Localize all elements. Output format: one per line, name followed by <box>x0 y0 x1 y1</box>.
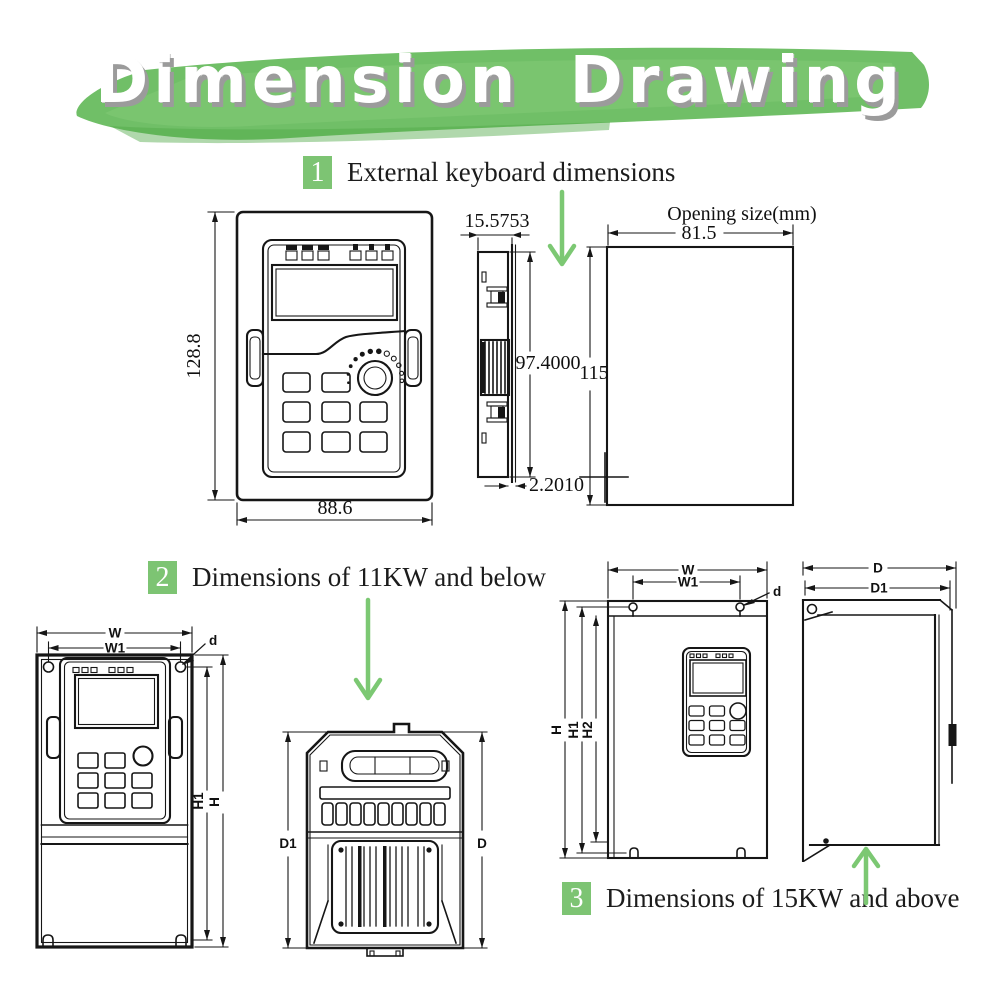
side-height-dimension: 97.4000 <box>509 251 581 478</box>
side-height-label: 97.4000 <box>516 352 581 374</box>
built-in-keypad <box>45 656 184 825</box>
sf-h-dimension: H <box>194 654 229 948</box>
opening-height-label: 115 <box>579 362 608 384</box>
jog-knob <box>346 348 405 397</box>
inverter-large-front-drawing: W W1 d H H1 H2 <box>549 561 781 860</box>
lf-w1-dimension: W1 <box>632 575 741 600</box>
section-1-title: External keyboard dimensions <box>347 157 676 187</box>
lf-h2-label: H2 <box>580 721 595 738</box>
lcd-display <box>270 263 399 322</box>
section-3-title: Dimensions of 15KW and above <box>606 883 960 913</box>
lf-h-dimension: H <box>549 600 609 859</box>
bottom-body <box>305 722 465 957</box>
sf-h1-dimension: H1 <box>186 666 213 941</box>
sf-w1-label: W1 <box>105 641 126 656</box>
inverter-large-side-drawing: D D1 <box>801 561 957 863</box>
kb-width-label: 88.6 <box>318 497 353 519</box>
opening-height-dimension: 115 <box>579 246 609 506</box>
section-3-badge: 3 <box>562 882 591 915</box>
keypad-front-drawing: 128.8 88.6 <box>183 210 434 526</box>
inverter-small-bottom-drawing: D1 D <box>279 722 488 957</box>
section-2-badge: 2 <box>148 561 177 594</box>
enclosure <box>35 653 194 949</box>
side-depth-dimension: 15.5753 <box>460 210 530 251</box>
cabinet-keypad <box>681 646 752 758</box>
inverter-small-front-drawing: W W1 d H1 H <box>35 626 229 949</box>
arrow-down-section1-icon <box>547 189 577 267</box>
opening-rect <box>605 245 795 507</box>
sb-d1-label: D1 <box>279 836 297 851</box>
sb-d-dimension: D <box>441 731 488 949</box>
kb-height-label: 128.8 <box>183 334 205 379</box>
arrow-down-section2-icon <box>353 597 383 701</box>
sf-h-label: H <box>207 797 222 807</box>
section-2-title: Dimensions of 11KW and below <box>192 562 546 592</box>
lf-h-label: H <box>549 725 564 735</box>
opening-width-dimension: 81.5 <box>607 222 794 246</box>
lf-w-dimension: W <box>607 561 768 599</box>
side-thickness-dimension: 2.2010 <box>484 474 584 496</box>
kb-width-dimension: 88.6 <box>236 497 433 526</box>
lf-h1-label: H1 <box>566 721 581 739</box>
ls-d1-dimension: D1 <box>804 580 951 611</box>
lf-d-label: d <box>773 584 781 599</box>
keypad-side-drawing: 15.5753 97.4000 2.2010 <box>460 210 584 496</box>
lf-w-label: W <box>682 563 695 578</box>
side-thickness-label: 2.2010 <box>529 474 584 496</box>
sf-w1-dimension: W1 <box>47 641 182 663</box>
terminal-row <box>321 802 446 826</box>
sb-d-label: D <box>477 836 487 851</box>
opening-size-drawing: Opening size(mm) 81.5 115 <box>579 203 817 507</box>
cabinet-body <box>606 599 769 860</box>
status-led-icons <box>285 244 394 261</box>
sb-d1-dimension: D1 <box>279 731 329 949</box>
side-depth-label: 15.5753 <box>465 210 530 232</box>
sf-d-label: d <box>209 633 217 648</box>
ls-d-label: D <box>873 561 883 576</box>
side-body <box>801 598 957 863</box>
arrow-up-section3-icon <box>851 846 881 906</box>
lf-w1-label: W1 <box>678 575 699 590</box>
ls-d1-label: D1 <box>870 581 888 596</box>
lf-h1-dimension: H1 <box>566 606 630 854</box>
section-2-header: 2 Dimensions of 11KW and below <box>148 561 546 594</box>
section-1-badge: 1 <box>303 156 332 189</box>
lf-h2-dimension: H2 <box>580 615 609 843</box>
ls-d-dimension: D <box>802 561 957 609</box>
opening-size-title: Opening size(mm) <box>667 203 816 225</box>
sf-h1-label: H1 <box>191 792 206 810</box>
keypad-side-body <box>476 243 517 484</box>
page-title: Dimension Drawing <box>95 44 905 118</box>
sf-w-dimension: W <box>36 626 193 653</box>
sf-d-leader: d <box>182 633 217 665</box>
keypad-front-panel <box>235 210 434 502</box>
heatsink-fan <box>330 839 440 935</box>
section-1-header: 1 External keyboard dimensions <box>303 156 675 189</box>
opening-width-label: 81.5 <box>682 222 717 244</box>
side-clips <box>245 328 423 388</box>
keypad-buttons <box>282 372 388 453</box>
brush-stroke-banner <box>76 47 930 144</box>
datum-cross-mark <box>579 452 629 503</box>
section-3-header: 3 Dimensions of 15KW and above <box>562 882 959 915</box>
sf-w-label: W <box>109 626 122 641</box>
lf-d-leader: d <box>743 584 781 606</box>
kb-height-dimension: 128.8 <box>183 211 235 501</box>
